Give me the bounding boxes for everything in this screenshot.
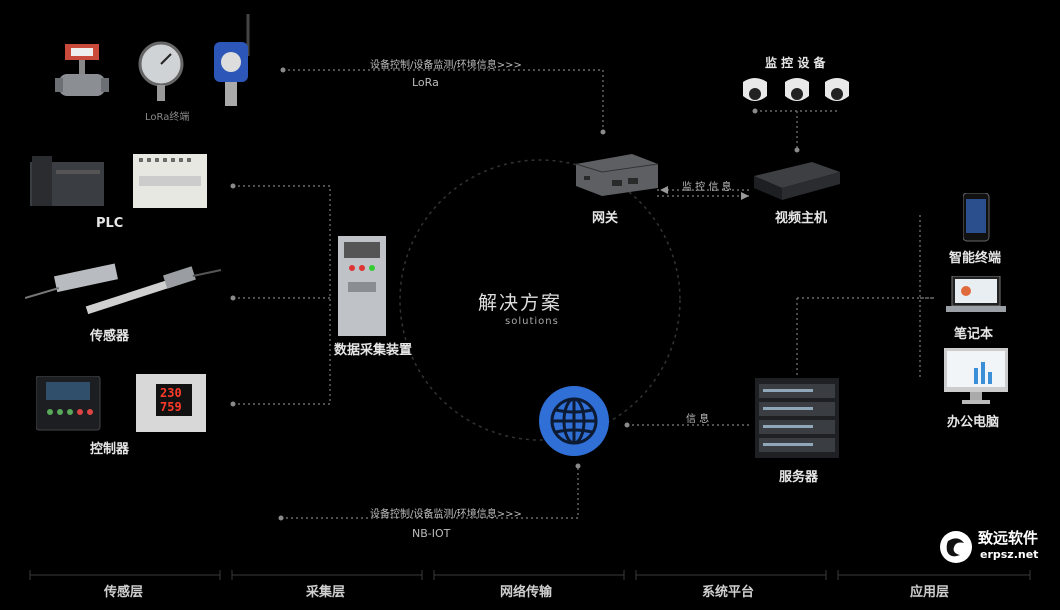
bottom-link-caption: 设备控制/设备监测/环境信息>>> [370,509,522,520]
top-link-protocol: LoRa [412,76,439,89]
lora-terminal-label: LoRa终端 [145,112,190,123]
layer-platform: 系统平台 [702,585,755,600]
app-label-phone: 智能终端 [949,251,1002,266]
generator-controller-icon [36,376,101,431]
server-rack-icon [755,378,839,458]
digital-meter-icon [136,374,206,432]
collector-label: 数据采集装置 [334,343,413,358]
dome-cameras-icon [743,78,849,101]
center-title: 解决方案 [478,292,563,314]
brand-swirl-icon [940,531,972,563]
app-label-desktop: 办公电脑 [947,415,1000,430]
layer-sensing: 传感层 [104,585,144,600]
layer-application: 应用层 [910,585,950,600]
plc-module-icon [30,156,104,206]
gateway-router-icon [575,154,659,196]
app-label-laptop: 笔记本 [954,327,994,342]
monitor-link-label: 监 控 信 息 [682,182,732,193]
meter-reading-bottom: 759 [160,400,182,414]
globe-icon [539,386,609,456]
top-link-caption: 设备控制/设备监测/环境信息>>> [370,60,522,71]
center-subtitle: solutions [505,316,559,327]
brand-site: erpsz.net [980,548,1039,561]
controller-label: 控制器 [90,442,130,457]
bottom-link-protocol: NB-IOT [412,527,451,540]
plc-unit-icon [133,154,207,208]
smartphone-icon [963,193,990,242]
brand-logo: 致远软件 erpsz.net [938,527,1054,567]
sensor-label: 传感器 [90,329,130,344]
plc-label: PLC [96,216,124,231]
video-host-label: 视频主机 [775,211,828,226]
gateway-label: 网关 [592,211,619,226]
desktop-computer-icon [944,348,1008,404]
layer-network: 网络传输 [500,585,553,600]
server-link-label: 信 息 [686,414,710,425]
laptop-icon [946,276,1006,312]
valve-actuator-icon [55,44,109,96]
wireless-sensor-icon [214,14,250,106]
layer-collection: 采集层 [306,585,346,600]
monitor-title: 监 控 设 备 [765,56,826,70]
pressure-gauge-icon [138,41,184,101]
server-label: 服务器 [779,470,819,485]
sensor-icon [25,263,222,315]
video-host-icon [754,162,840,200]
collector-cabinet-icon [338,236,386,336]
brand-name: 致远软件 [978,529,1039,547]
meter-reading-top: 230 [160,386,182,400]
